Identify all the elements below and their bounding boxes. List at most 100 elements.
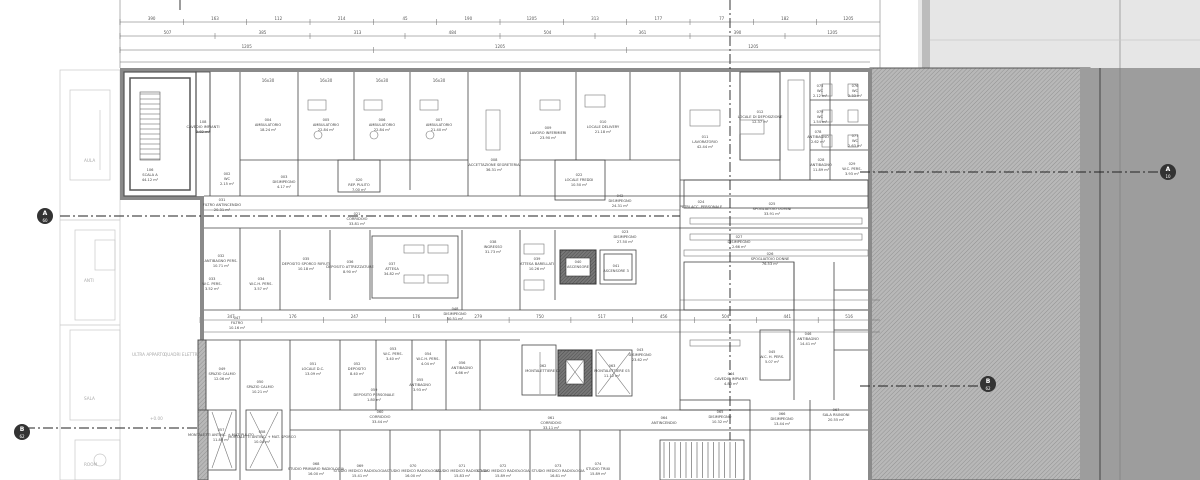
room-number: 056 [459, 361, 467, 365]
room-name: INGRESSO [484, 245, 503, 249]
section-marker-a-right: A 10 [1160, 164, 1176, 180]
room-area: 33.44 m² [372, 420, 389, 424]
existing-building: AULA ANTI ULTRA APPARTO QUADRI ELETTRICI… [59, 69, 203, 480]
room-number: 051 [310, 362, 317, 366]
room-name: MONTALETTIERE 02 [525, 369, 560, 373]
room-area: 15.41 m² [352, 474, 369, 478]
room-number: 011 [702, 135, 709, 139]
room-name: W.C. PERS. [383, 352, 402, 356]
room-area: 33.81 m² [349, 222, 366, 226]
room-name: LAVORATORIO [692, 140, 718, 144]
room-area: 4.66 m² [455, 371, 470, 375]
room-name: DEPOSITO [348, 367, 367, 371]
dim-value: 750 [536, 314, 544, 319]
room-name: AMBULATORIO [426, 123, 452, 127]
room-area: 10.71 m² [213, 264, 230, 268]
room-area: 16.81 m² [550, 474, 567, 478]
room-name: REP. PULITO [348, 183, 370, 187]
room-area: 8.40 m² [350, 372, 365, 376]
room-area: 3.93 m² [413, 388, 428, 392]
dim-value: 1205 [495, 44, 506, 49]
room-name: W.C. PERS. [842, 167, 861, 171]
dim-value: 112 [275, 16, 283, 21]
room-area: 3.57 m² [254, 287, 269, 291]
room-number: 047 [234, 316, 241, 320]
dim-value: 247 [351, 314, 359, 319]
room-area: 13.44 m² [774, 422, 791, 426]
room-number: 028 [818, 158, 826, 162]
room-name: ANTIBAGNO [810, 163, 832, 167]
svg-text:A: A [1166, 166, 1171, 173]
room-number: 065 [717, 410, 724, 414]
svg-text:B: B [986, 378, 991, 385]
room-number: 033 [209, 277, 216, 281]
room-name: STUDIO MEDICO RADIOLOGIA [476, 469, 530, 473]
room-name: ASCENSORE 3 [603, 269, 629, 273]
room-name: DISIMPEGNO [443, 312, 466, 316]
room-area: 10.50 m² [571, 183, 588, 187]
room-number: 106 [147, 168, 155, 172]
existing-label-room: ROOM [84, 462, 98, 467]
room-name: STUDIO PRIMARIO RADIOLOGIA [288, 467, 345, 471]
room-area: 3.40 m² [386, 357, 401, 361]
room-number: 073 [555, 464, 562, 468]
dim-value: 182 [781, 16, 789, 21]
room-name: ANTIBAGNO [797, 337, 819, 341]
room-name: CAVEDIO IMPIANTI [186, 125, 219, 129]
room-name: DISIMPEGNO [628, 353, 651, 357]
room-number: 045 [769, 350, 776, 354]
room-number: 023 [622, 230, 629, 234]
room-area: 3.93 m² [845, 172, 860, 176]
room-number: 022 [576, 173, 583, 177]
room-name: W.C. PERS. [202, 282, 221, 286]
room-name: ATTESA BARELLATI [520, 262, 554, 266]
room-name: ANTIBAGNO PERS. [204, 259, 237, 263]
room-name: ANTIBAGNO [409, 383, 431, 387]
room-area: 76.53 m² [762, 262, 779, 266]
room-area: 27.50 m² [617, 240, 634, 244]
room-number: 079 [817, 110, 825, 114]
room-area: 16.00 m² [405, 474, 422, 478]
room-name: CAVEDIO IMPIANTI [714, 377, 747, 381]
room-area: 11.12 m² [604, 374, 621, 378]
room-number: 003 [281, 175, 288, 179]
svg-text:10: 10 [1165, 174, 1171, 179]
room-area: 10.04 m² [254, 440, 271, 444]
room-area: 23.90 m² [540, 136, 557, 140]
room-area: 2.66 m² [732, 245, 747, 249]
room-name: LOCALE FREDDI [565, 178, 594, 182]
dim-value: 313 [354, 30, 362, 35]
room-number: 041 [613, 264, 620, 268]
room-area: 2.62 m² [811, 140, 826, 144]
room-area: 22.84 m² [374, 128, 391, 132]
room-area: 2.63 m² [848, 144, 863, 148]
room-name: W.C.H. PERS. [249, 282, 272, 286]
